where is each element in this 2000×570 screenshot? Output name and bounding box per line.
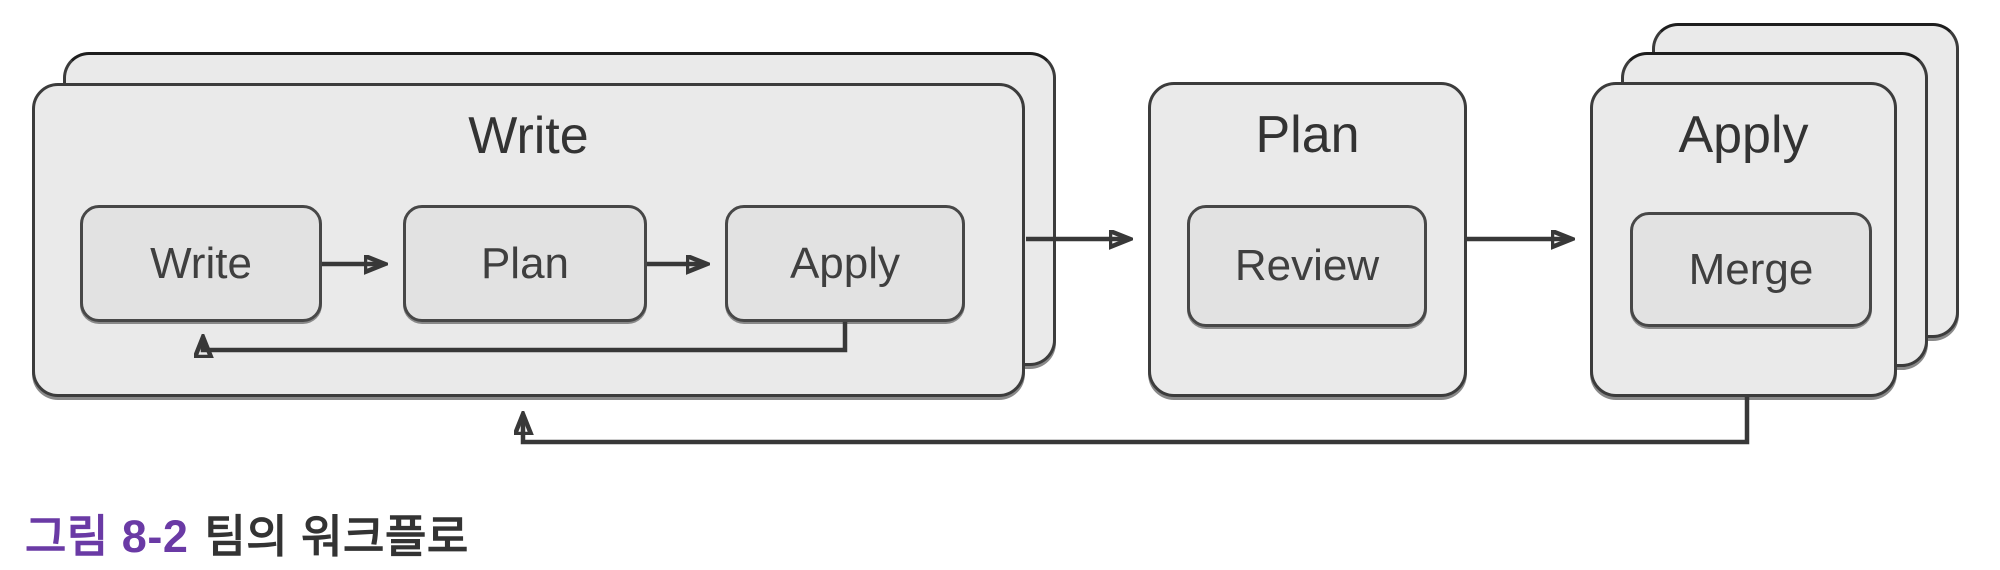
step-node-plan-label: Plan [480, 238, 570, 288]
step-node-review: Review [1187, 205, 1427, 327]
arrow-apply-card-loop-back-to-write-card [523, 397, 1750, 445]
step-node-write: Write [80, 205, 322, 322]
step-node-plan: Plan [403, 205, 647, 322]
step-node-apply-label: Apply [789, 238, 901, 288]
step-node-merge: Merge [1630, 212, 1872, 327]
step-node-merge-label: Merge [1688, 244, 1814, 294]
plan-phase-title: Plan [1255, 106, 1360, 164]
step-node-review-label: Review [1234, 241, 1380, 290]
step-node-write-label: Write [150, 238, 252, 288]
apply-phase-title: Apply [1678, 106, 1809, 164]
figure-caption-text: 팀의 워크플로 [204, 511, 469, 562]
figure-caption-number: 그림 8-2 [25, 511, 189, 562]
step-node-apply: Apply [725, 205, 965, 322]
write-phase-title: Write [468, 107, 589, 165]
figure-caption: 그림 8-2 팀의 워크플로 [25, 500, 469, 565]
